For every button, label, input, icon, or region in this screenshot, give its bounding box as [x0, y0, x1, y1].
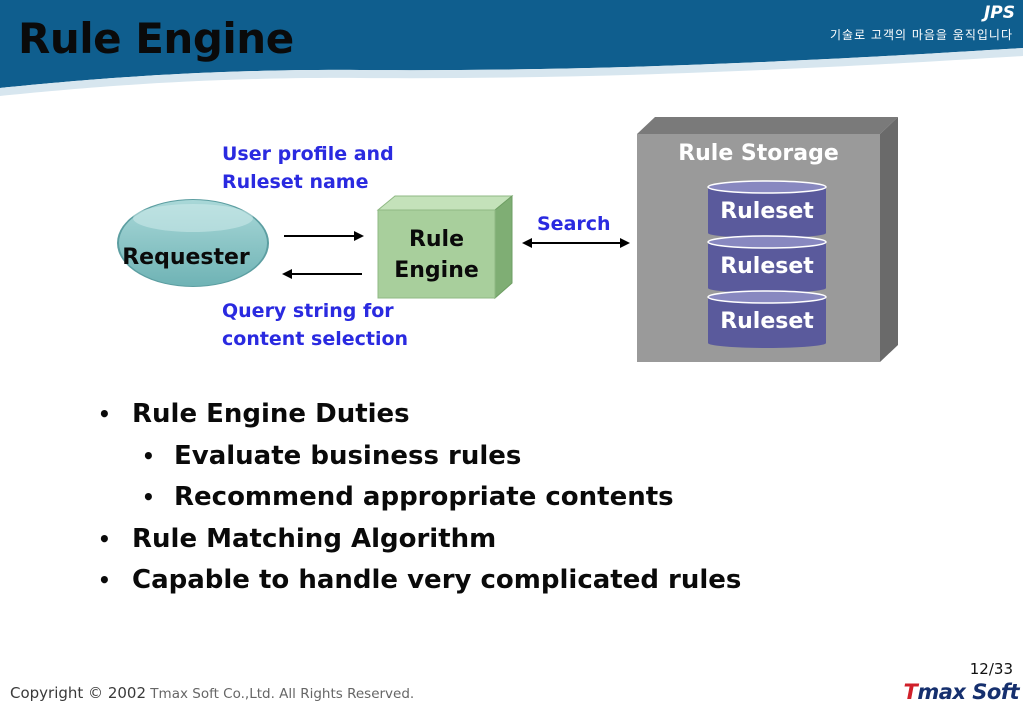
copyright-notice: Copyright © 2002 Tmax Soft Co.,Ltd. All …: [10, 684, 414, 702]
bullet-item: • Capable to handle very complicated rul…: [98, 562, 998, 604]
rule-engine-label-line2: Engine: [394, 258, 479, 283]
requester-shape: [117, 199, 269, 287]
slide-header: Rule Engine JPS 기술로 고객의 마음을 움직입니다: [0, 0, 1023, 96]
request-label-line1: User profile and: [222, 143, 394, 165]
logo-t: T: [903, 680, 918, 704]
bullet-text: Rule Engine Duties: [132, 399, 410, 429]
brand-label: JPS: [983, 3, 1015, 23]
bullet-dot-icon: •: [142, 443, 155, 468]
sub-bullet-item: • Recommend appropriate contents: [98, 479, 998, 521]
page-title: Rule Engine: [18, 14, 294, 63]
ruleset-label-1: Ruleset: [720, 199, 814, 224]
bullet-text: Recommend appropriate contents: [174, 482, 674, 512]
page-number: 12/33: [969, 660, 1013, 678]
request-label-line2: Ruleset name: [222, 171, 369, 193]
bullet-item: • Rule Engine Duties: [98, 396, 998, 438]
response-label-line1: Query string for: [222, 300, 394, 322]
header-wave: [0, 0, 1023, 96]
bullet-dot-icon: •: [98, 568, 111, 592]
response-label-line2: content selection: [222, 328, 409, 350]
rule-storage-title: Rule Storage: [678, 141, 839, 166]
ruleset-cylinder-3: [707, 290, 827, 348]
copyright-suffix: Tmax Soft Co.,Ltd. All Rights Reserved.: [146, 686, 415, 702]
tmax-soft-logo: Tmax Soft: [903, 680, 1020, 704]
requester-label: Requester: [122, 245, 250, 270]
bullet-text: Rule Matching Algorithm: [132, 523, 497, 554]
ruleset-label-2: Ruleset: [720, 254, 814, 279]
bullet-dot-icon: •: [98, 526, 111, 551]
ruleset-cylinder-2: [707, 235, 827, 293]
bullet-text: Evaluate business rules: [174, 440, 522, 471]
ruleset-cylinder-1: [707, 180, 827, 238]
copyright-prefix: Copyright © 2002: [10, 684, 147, 702]
logo-rest: max Soft: [917, 680, 1019, 704]
bullet-dot-icon: •: [142, 485, 155, 509]
ruleset-label-3: Ruleset: [720, 309, 814, 334]
sub-bullet-item: • Evaluate business rules: [98, 438, 998, 480]
tagline: 기술로 고객의 마음을 움직입니다: [829, 28, 1013, 42]
bullet-list: • Rule Engine Duties • Evaluate business…: [98, 396, 998, 604]
bullet-item: • Rule Matching Algorithm: [98, 521, 998, 563]
bullet-dot-icon: •: [98, 402, 111, 426]
search-label: Search: [537, 213, 611, 235]
rule-engine-label-line1: Rule: [408, 227, 465, 252]
bullet-text: Capable to handle very complicated rules: [132, 565, 742, 595]
rule-engine-diagram: User profile and Ruleset name Query stri…: [0, 100, 1023, 380]
diagram-graphics: [117, 117, 898, 362]
rule-engine-box-shape: [376, 194, 514, 300]
